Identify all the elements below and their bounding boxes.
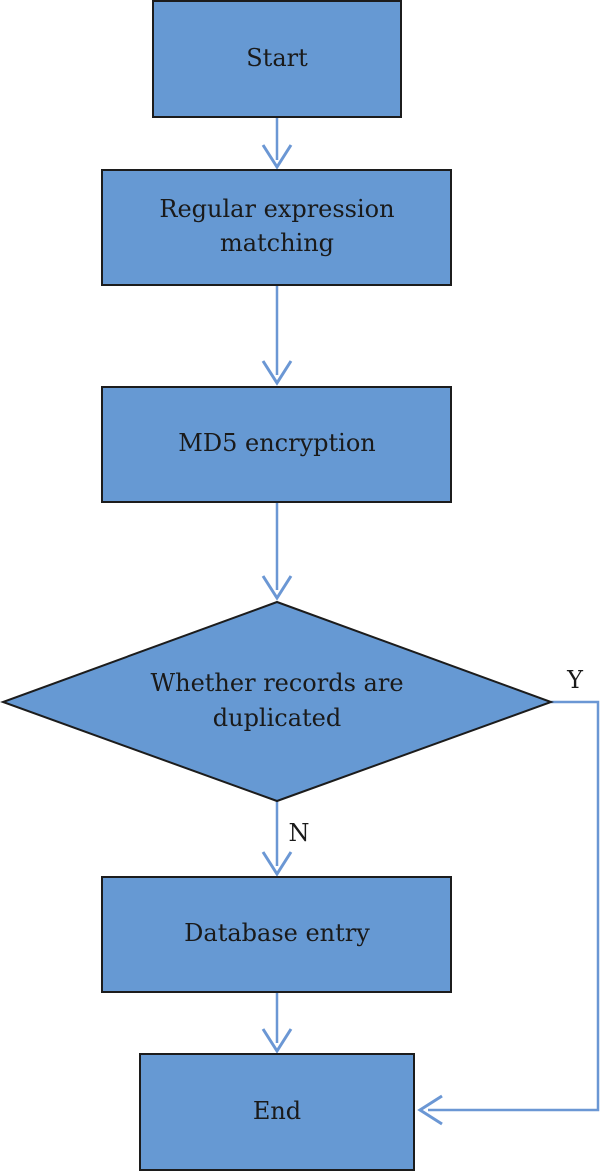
no-label: N — [289, 819, 310, 847]
md5-label: MD5 encryption — [178, 429, 375, 457]
decision-label-line1: Whether records are — [150, 669, 403, 697]
connector-yes-to-end — [428, 700, 600, 1112]
end-node: End — [139, 1053, 415, 1171]
connectors — [275, 118, 600, 1112]
regex-node: Regular expression matching — [101, 169, 452, 286]
arrowhead-decision — [261, 575, 293, 601]
database-label: Database entry — [184, 919, 370, 947]
decision-node: Whether records are duplicated — [0, 600, 554, 803]
arrowhead-regex — [261, 144, 293, 170]
regex-label-line2: matching — [220, 229, 334, 257]
arrowhead-md5 — [261, 360, 293, 386]
database-node: Database entry — [101, 876, 452, 993]
arrowhead-database — [261, 851, 293, 877]
regex-label-line1: Regular expression — [159, 195, 394, 223]
arrowheads — [261, 144, 443, 1126]
start-label: Start — [246, 44, 308, 72]
arrowhead-yes-end — [417, 1094, 443, 1126]
decision-label-line2: duplicated — [213, 704, 342, 732]
start-node: Start — [152, 0, 402, 118]
yes-label: Y — [566, 666, 584, 694]
md5-node: MD5 encryption — [101, 386, 452, 503]
arrowhead-end — [261, 1028, 293, 1054]
end-label: End — [253, 1097, 301, 1125]
